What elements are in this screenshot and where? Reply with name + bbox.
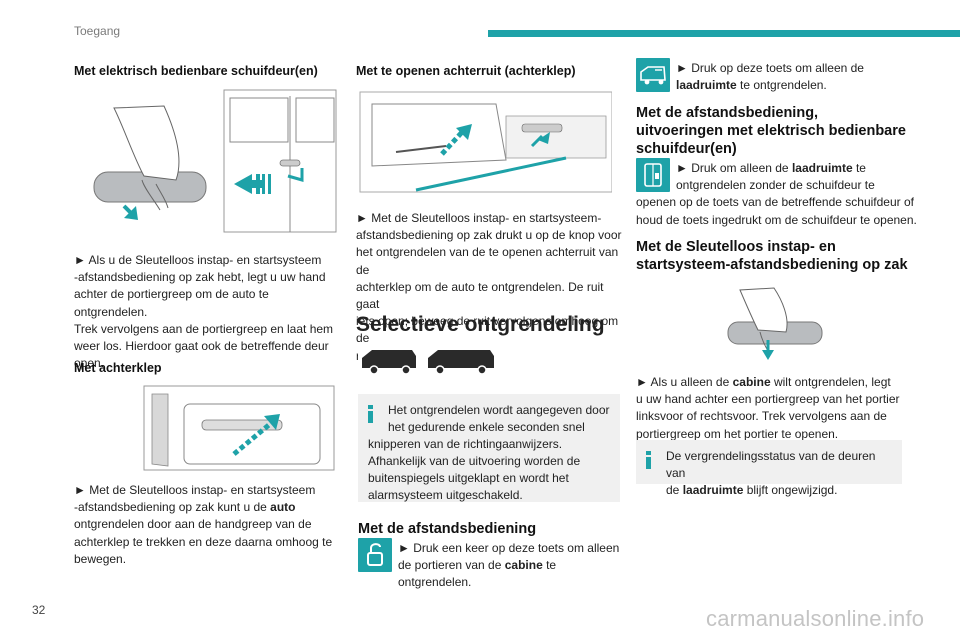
page-number: 32 [32,603,46,617]
paragraph-remote-sliding: ► Druk om alleen de laadruimte te ontgre… [636,161,917,227]
paragraph-sliding-door: ► Als u de Sleutelloos instap- en starts… [74,253,334,371]
heading-remote-control: Met de afstandsbediening [358,521,537,537]
heading-keyless-pocket: Met de Sleutelloos instap- en startsyste… [636,239,908,273]
paragraph-rear-window: ► Met de Sleutelloos instap- en startsys… [356,211,622,363]
illustration-tailgate [84,384,338,472]
illustration-rear-window [356,88,613,194]
heading-tailgate: Met achterklep [74,361,162,375]
van-long-icon [428,350,494,368]
heading-remote-sliding: Met de afstandsbediening, uitvoeringen m… [636,105,906,157]
illustration-cabin-handle [716,284,826,364]
van-short-icon [362,350,416,368]
cargo-unlock-button-graphic [636,58,670,92]
header-section-title: Toegang [74,24,121,38]
header-accent-bar [488,30,960,37]
unlock-button-graphic [358,538,392,572]
open-padlock-icon [367,552,383,566]
paragraph-tailgate: ► Met de Sleutelloos instap- en startsys… [74,483,333,566]
info-note-selective: Het ontgrendelen wordt aangegeven door h… [358,394,620,502]
sliding-door-button-graphic [636,158,670,192]
paragraph-remote-cabin: ► Druk een keer op deze toets om alleen … [398,541,620,590]
paragraph-cargo-unlock: ► Druk op deze toets om alleen de laadru… [676,61,864,93]
info-icon [646,451,651,469]
heading-sliding-door: Met elektrisch bedienbare schuifdeur(en) [74,64,318,78]
watermark-text: carmanualsonline.info [706,606,925,631]
icon-van-silhouettes [358,346,498,376]
heading-selective-unlocking: Selectieve ontgrendeling [356,313,605,336]
illustration-sliding-door [84,88,338,238]
heading-rear-window: Met te openen achterruit (achterklep) [356,64,576,78]
info-note-lock-status: De vergrendelingsstatus van de deuren va… [636,440,902,497]
info-icon [368,405,373,423]
paragraph-cabin-unlock: ► Als u alleen de cabine wilt ontgrendel… [636,375,900,441]
van-rear-icon [640,66,666,81]
